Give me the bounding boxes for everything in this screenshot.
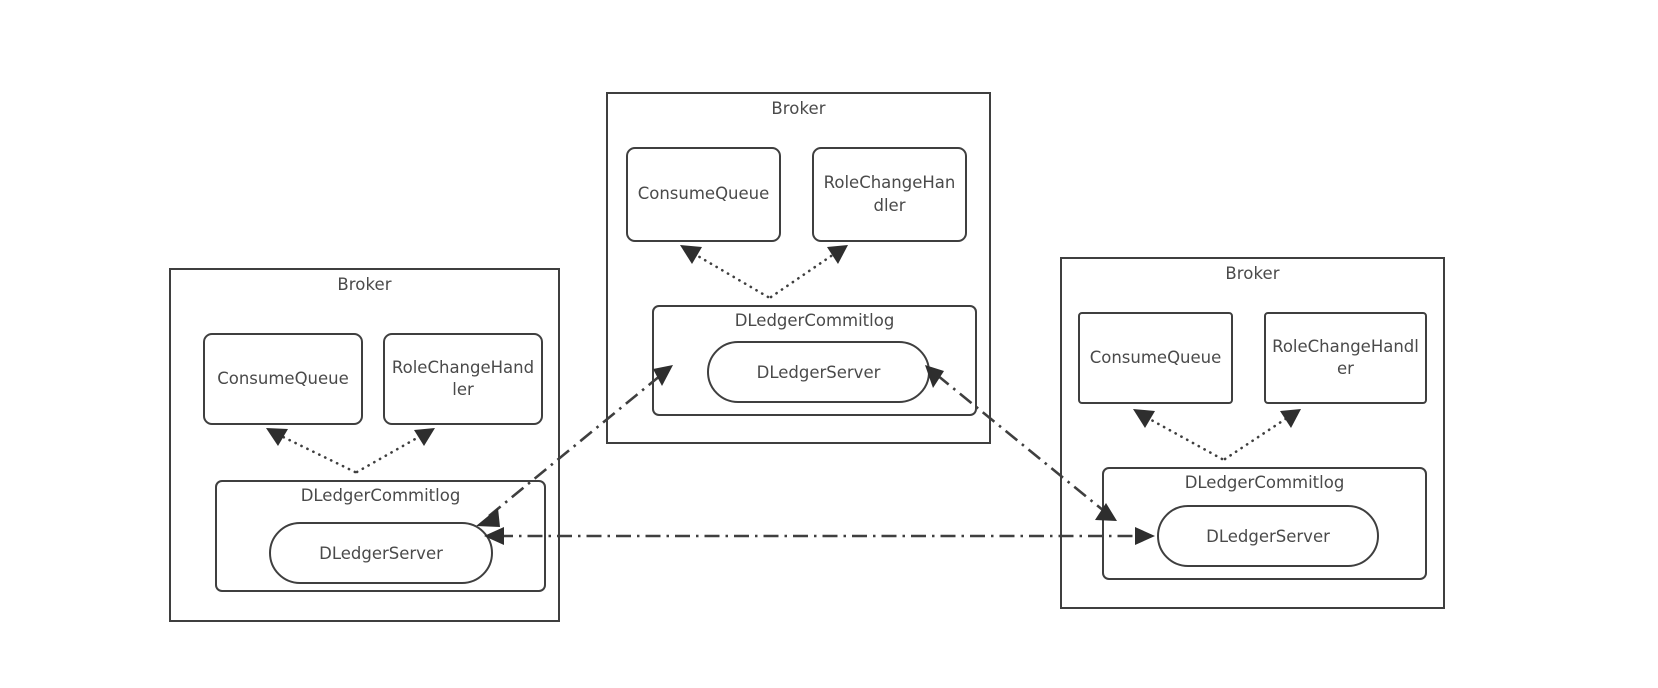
dledger-commitlog-right-title: DLedgerCommitlog bbox=[1184, 473, 1345, 492]
replication-left-right bbox=[484, 527, 1155, 545]
dledger-server-center-label: DLedgerServer bbox=[756, 362, 881, 382]
consume-queue-center-label: ConsumeQueue bbox=[637, 184, 770, 204]
dledger-commitlog-left-title: DLedgerCommitlog bbox=[300, 486, 461, 505]
role-change-handler-left-label: RoleChangeHandler bbox=[391, 357, 535, 399]
broker-center[interactable]: Broker bbox=[606, 92, 991, 444]
broker-right-title: Broker bbox=[1225, 264, 1280, 283]
role-change-handler-center-label: RoleChangeHandler bbox=[823, 173, 956, 215]
dledger-server-right[interactable]: DLedgerServer bbox=[1157, 505, 1379, 567]
consume-queue-right[interactable]: ConsumeQueue bbox=[1078, 312, 1233, 404]
consume-queue-left[interactable]: ConsumeQueue bbox=[203, 333, 363, 425]
dledger-server-right-label: DLedgerServer bbox=[1206, 526, 1330, 546]
role-change-handler-center[interactable]: RoleChangeHandler bbox=[812, 147, 967, 242]
role-change-handler-left[interactable]: RoleChangeHandler bbox=[383, 333, 543, 425]
role-change-handler-right-label: RoleChangeHandler bbox=[1272, 336, 1419, 378]
dledger-server-center[interactable]: DLedgerServer bbox=[707, 341, 930, 403]
broker-left-title: Broker bbox=[337, 275, 392, 294]
consume-queue-left-label: ConsumeQueue bbox=[217, 368, 349, 388]
dledger-commitlog-center-title: DLedgerCommitlog bbox=[734, 311, 895, 330]
dledger-server-left-label: DLedgerServer bbox=[319, 543, 443, 563]
broker-center-title: Broker bbox=[771, 99, 826, 118]
role-change-handler-right[interactable]: RoleChangeHandler bbox=[1264, 312, 1427, 404]
consume-queue-right-label: ConsumeQueue bbox=[1089, 347, 1222, 367]
consume-queue-center[interactable]: ConsumeQueue bbox=[626, 147, 781, 242]
dledger-server-left[interactable]: DLedgerServer bbox=[269, 522, 493, 584]
